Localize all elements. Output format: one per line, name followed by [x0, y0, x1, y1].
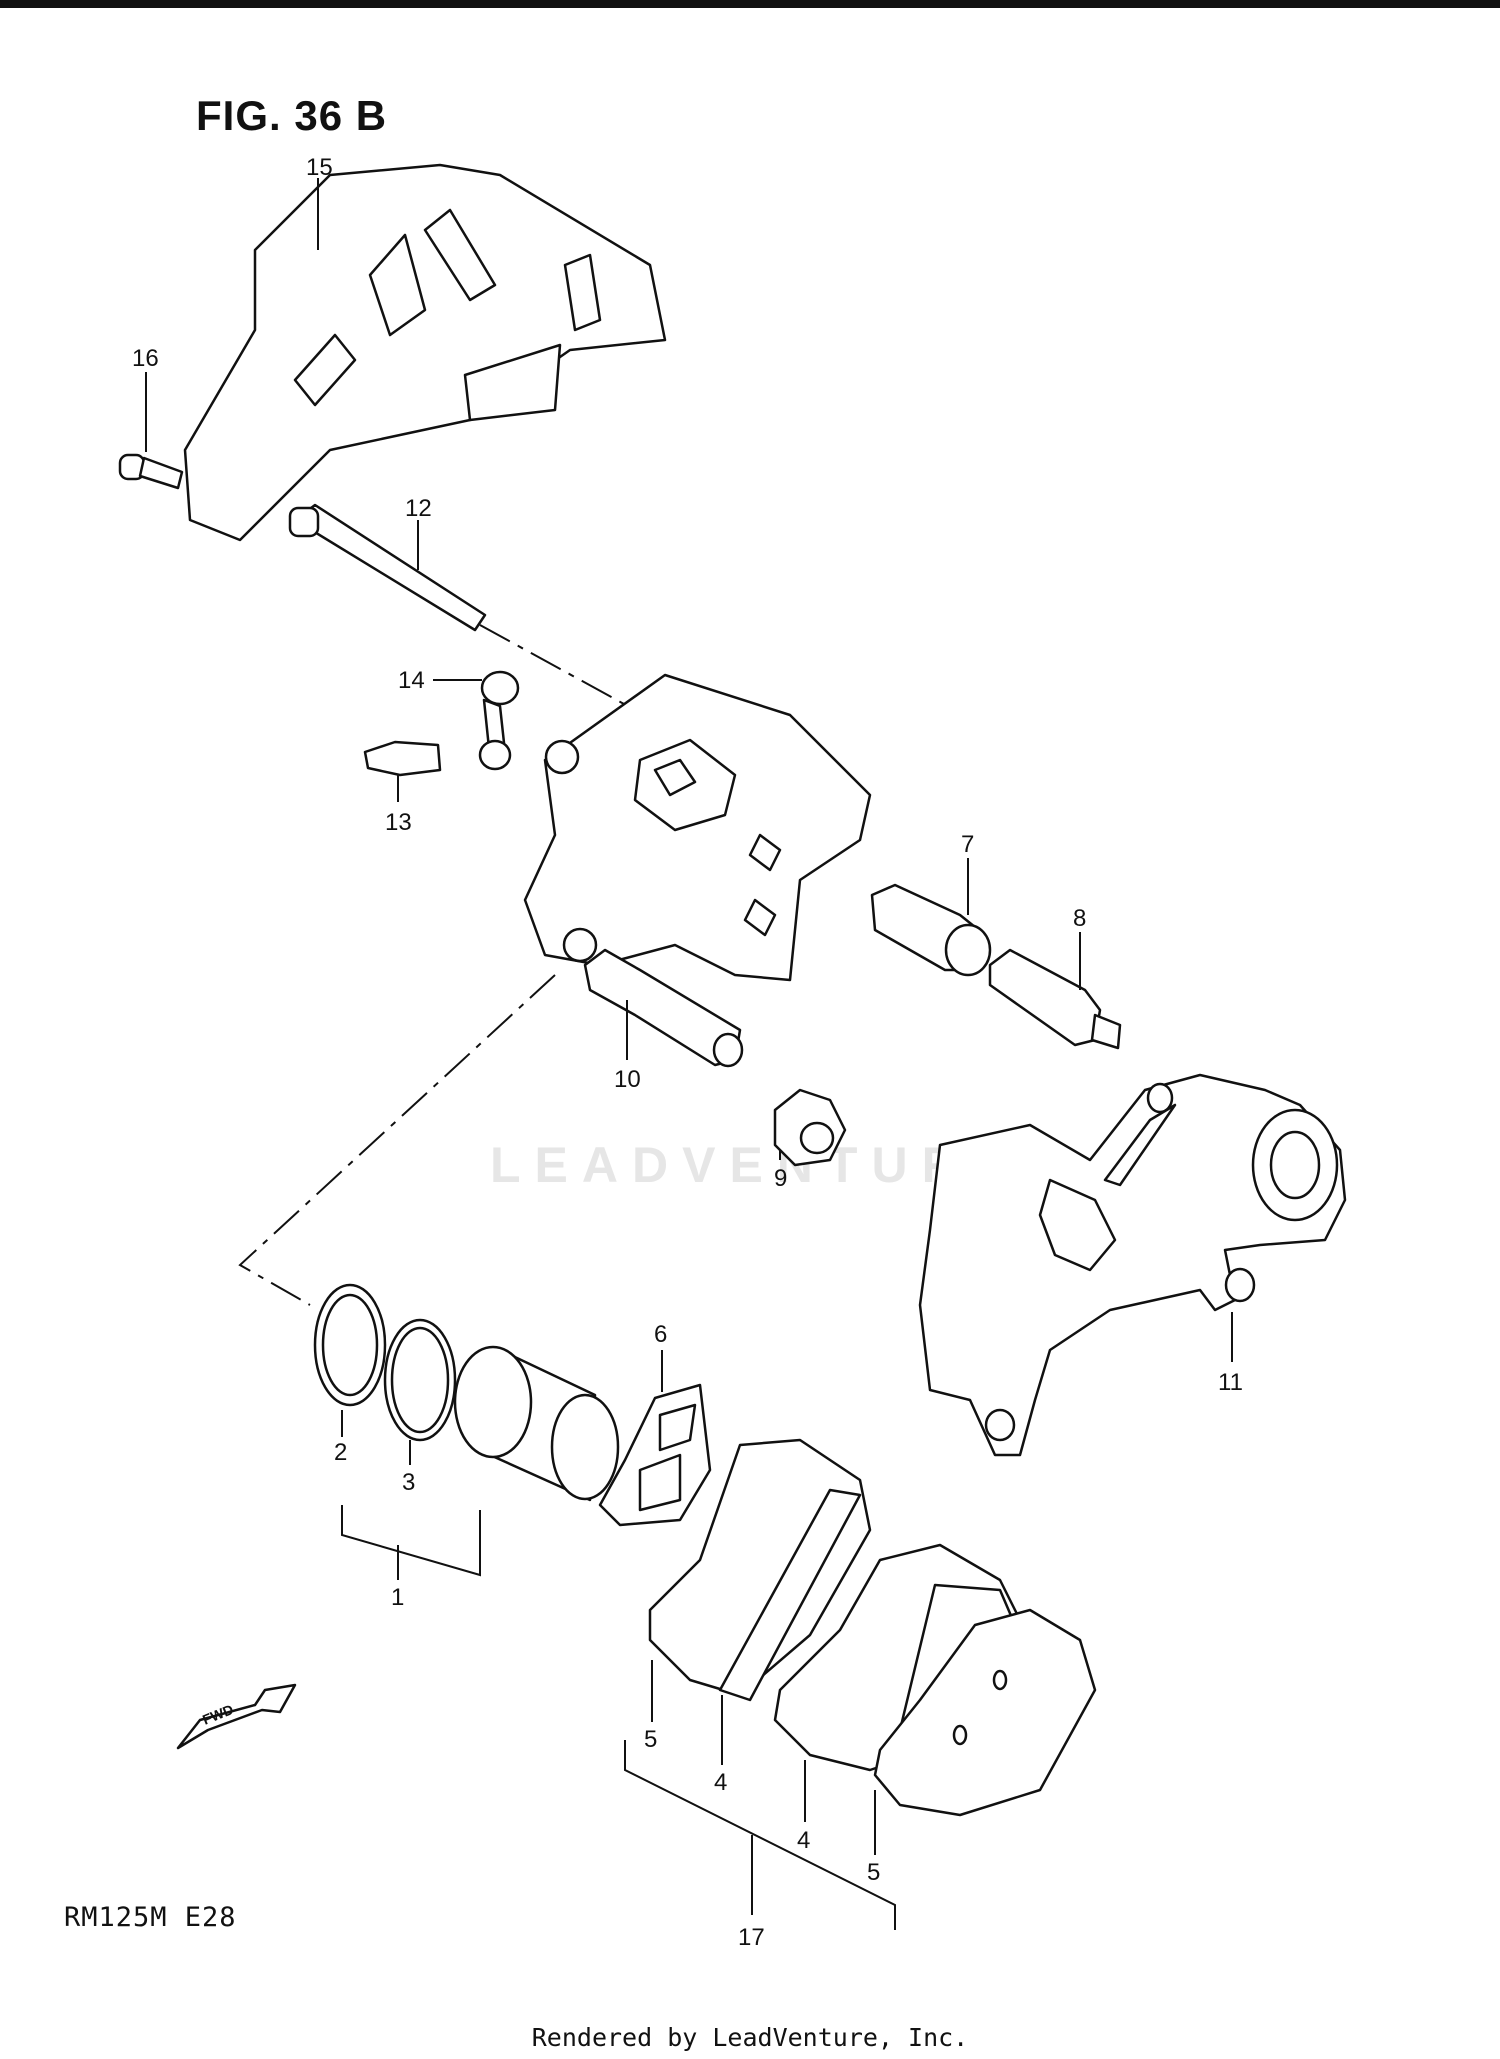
- callout-13[interactable]: 13: [385, 809, 412, 836]
- callout-9[interactable]: 9: [774, 1165, 787, 1192]
- part-pin-bushing[interactable]: [870, 883, 992, 977]
- part-pad-shim[interactable]: [873, 1608, 1097, 1817]
- callout-2[interactable]: 2: [334, 1439, 347, 1466]
- group-bracket-piston-set: [341, 1505, 481, 1577]
- part-caliper-bracket[interactable]: [918, 1073, 1347, 1457]
- callout-5b[interactable]: 5: [867, 1859, 880, 1886]
- callout-8[interactable]: 8: [1073, 905, 1086, 932]
- callout-11[interactable]: 11: [1218, 1369, 1243, 1396]
- callout-15[interactable]: 15: [306, 154, 333, 181]
- watermark-text: LEADVENTURE: [490, 1137, 1020, 1193]
- callout-5a[interactable]: 5: [644, 1726, 657, 1753]
- callout-4b[interactable]: 4: [797, 1827, 810, 1854]
- part-pad-spring[interactable]: [598, 1383, 712, 1527]
- group-bracket-pad-set: [624, 1740, 896, 1930]
- callout-6[interactable]: 6: [654, 1321, 667, 1348]
- part-pin-boot[interactable]: [773, 1088, 847, 1167]
- callout-12[interactable]: 12: [405, 495, 432, 522]
- callout-16[interactable]: 16: [132, 345, 159, 372]
- part-bleeder-valve[interactable]: [363, 740, 442, 777]
- alignment-line-lower: [238, 974, 556, 1306]
- model-code: RM125M E28: [64, 1902, 237, 1933]
- part-dust-seal[interactable]: [383, 1318, 457, 1442]
- figure-title: FIG. 36 B: [196, 92, 388, 139]
- callout-3[interactable]: 3: [402, 1469, 415, 1496]
- part-bleeder-cap[interactable]: [478, 670, 520, 771]
- callout-4a[interactable]: 4: [714, 1769, 727, 1796]
- callout-10[interactable]: 10: [614, 1066, 641, 1093]
- part-slide-pin[interactable]: [583, 948, 744, 1068]
- top-border: [0, 0, 1500, 8]
- part-caliper-guard[interactable]: [183, 163, 667, 542]
- alignment-line-upper: [479, 624, 636, 711]
- part-caliper-pin[interactable]: [288, 503, 487, 632]
- part-brake-pad-inner[interactable]: [648, 1438, 872, 1702]
- callout-14[interactable]: 14: [398, 667, 425, 694]
- part-caliper-body[interactable]: [523, 673, 872, 982]
- footer-credit: Rendered by LeadVenture, Inc.: [531, 2023, 969, 2052]
- part-caliper-bolt[interactable]: [988, 948, 1122, 1050]
- forward-arrow-icon: [176, 1683, 297, 1750]
- part-guard-screw[interactable]: [118, 453, 184, 490]
- callout-17[interactable]: 17: [738, 1924, 765, 1951]
- part-piston-seal[interactable]: [313, 1283, 387, 1407]
- callout-7[interactable]: 7: [961, 831, 974, 858]
- callout-1[interactable]: 1: [391, 1584, 404, 1611]
- part-caliper-piston[interactable]: [453, 1345, 620, 1502]
